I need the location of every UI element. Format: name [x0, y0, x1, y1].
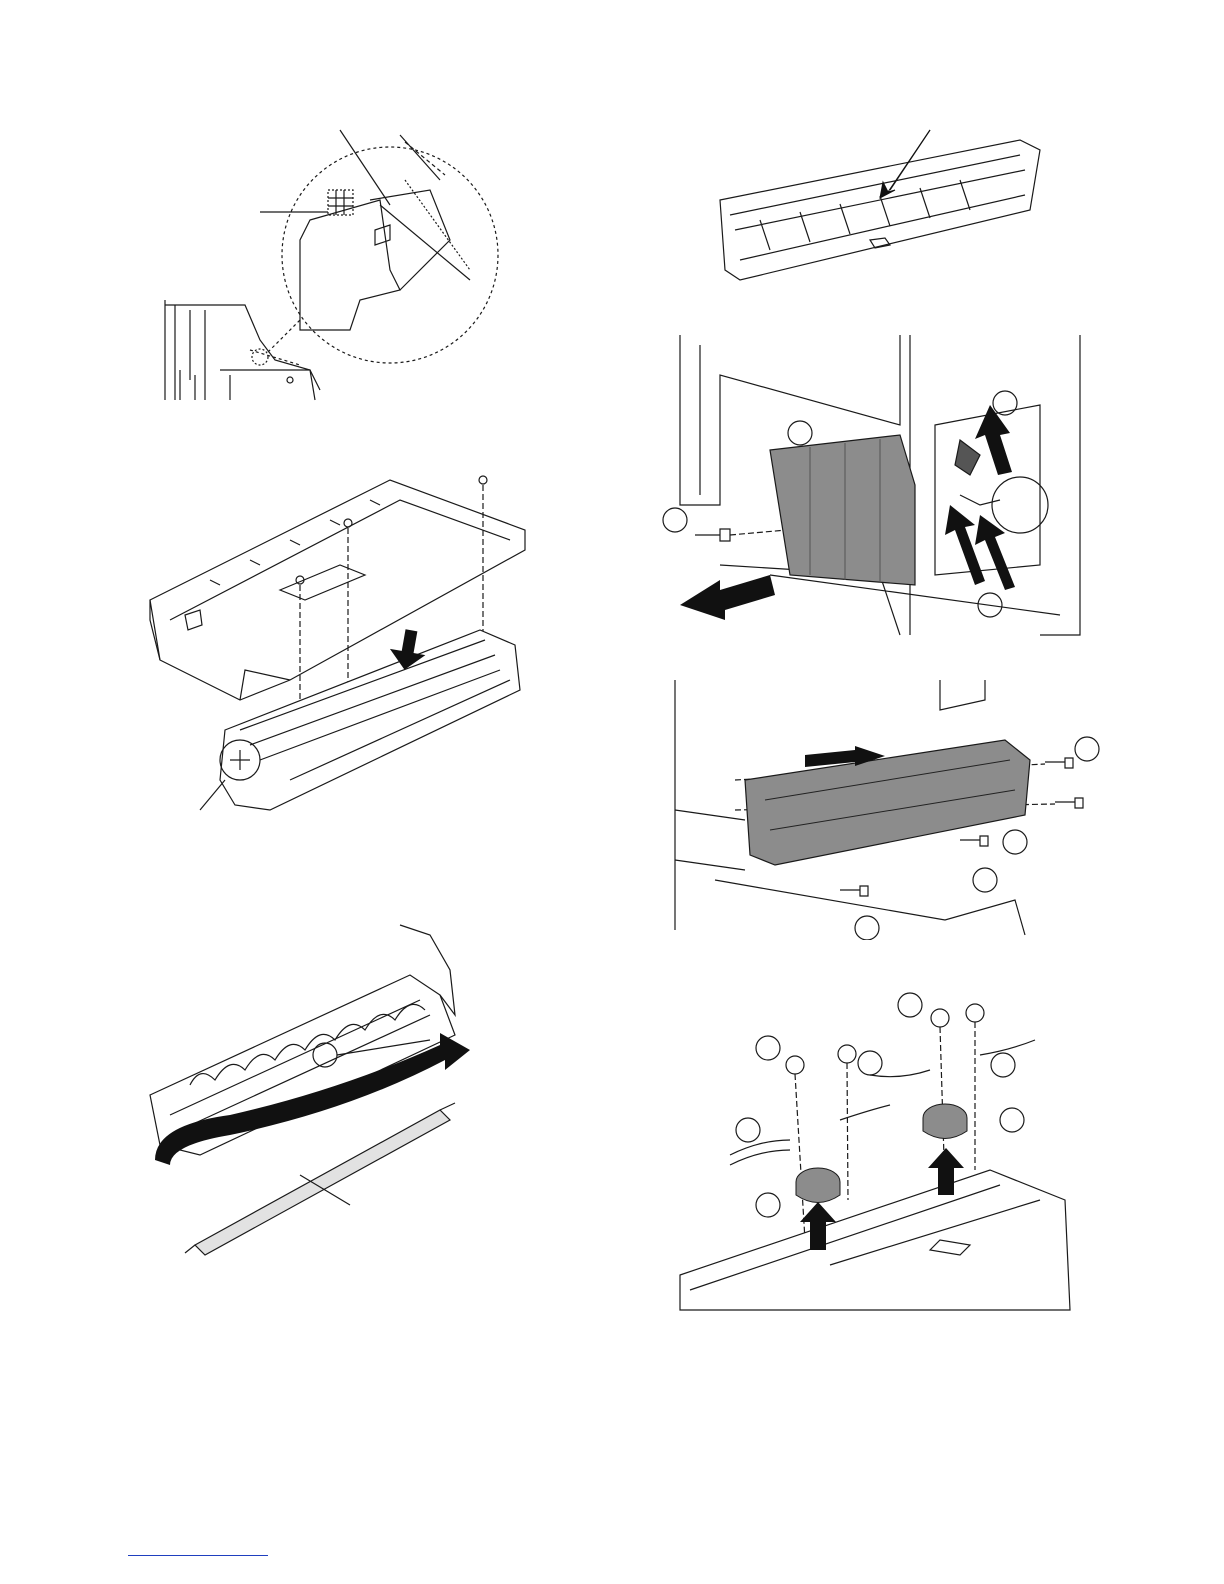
thermostat-drawing: [670, 990, 1110, 1315]
fusing-unit-drawing: [655, 680, 1105, 940]
guide-sheet-drawing: [150, 120, 510, 410]
toner-box-drawing: [700, 120, 1060, 300]
fig-guide-sheet-detail: [150, 120, 510, 410]
side-cover-drawing: [660, 335, 1100, 645]
fig-auger-roller-removal: [140, 915, 520, 1275]
footer-link-underline[interactable]: [128, 1555, 268, 1556]
auger-roller-drawing: [140, 915, 520, 1275]
callout-circle: [663, 508, 687, 532]
side-cover-panel: [770, 435, 915, 585]
fig-toner-box-top: [700, 120, 1060, 300]
fig-cover-attachment: [140, 460, 540, 830]
pull-arrow-icon: [680, 575, 775, 620]
cover-attachment-drawing: [140, 460, 540, 830]
fig-fusing-unit-removal: [655, 680, 1105, 940]
fig-side-cover-removal: [660, 335, 1100, 645]
fig-thermostat-removal: [670, 990, 1110, 1315]
